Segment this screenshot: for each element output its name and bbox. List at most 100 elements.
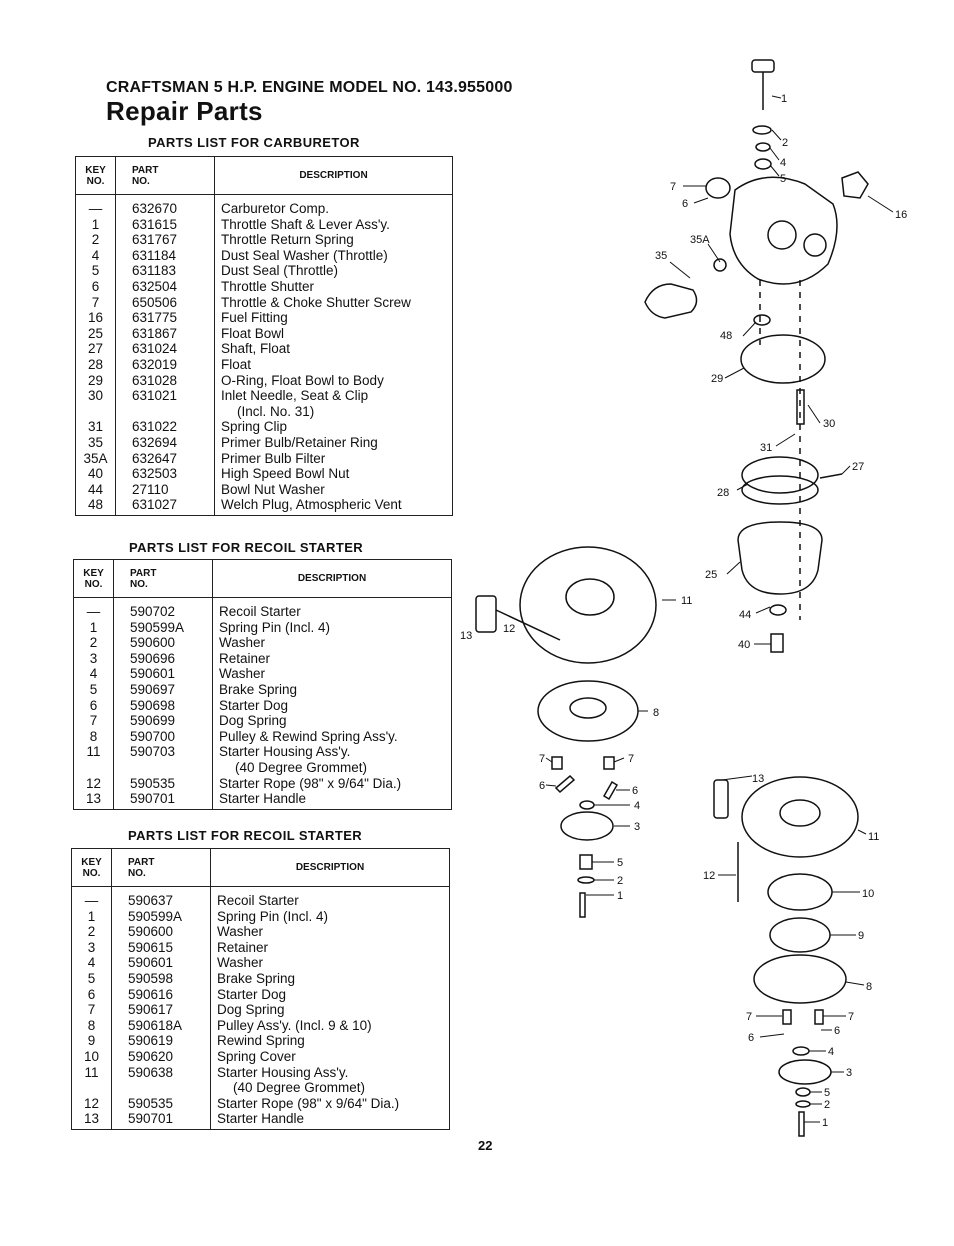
part-no-cell: 590599A: [111, 908, 211, 925]
diagram-label-recoil1: 13: [460, 630, 472, 642]
part-no-cell: 590620: [111, 1048, 211, 1065]
welch-plug-icon: [753, 314, 771, 326]
description-cell: Primer Bulb/Retainer Ring: [221, 434, 378, 450]
diagram-label-recoil2: 11: [868, 831, 879, 843]
description-cell: Float: [221, 356, 252, 372]
description-cell: Washer: [219, 635, 266, 651]
part-no-cell: 590535: [111, 1095, 211, 1112]
diagram-label-carb: 31: [760, 442, 772, 454]
brake-spring-2-icon: [795, 1087, 811, 1097]
diagram-label-recoil1: 12: [503, 623, 515, 635]
part-no-cell: 590697: [113, 681, 213, 698]
throttle-shutter-icon: [705, 177, 731, 199]
key-no-cell: 1: [71, 908, 112, 925]
key-no-cell: 12: [73, 775, 114, 792]
part-no-cell: 590535: [113, 775, 213, 792]
diagram-label-recoil2: 6: [834, 1025, 840, 1037]
diagram-label-carb: 2: [782, 137, 788, 149]
description-cell: (40 Degree Grommet): [233, 1080, 366, 1096]
spring-pin-2-icon: [798, 1111, 805, 1137]
diagram-label-recoil2: 12: [703, 870, 715, 882]
description-cell: Retainer: [219, 650, 271, 666]
key-no-cell: 6: [71, 986, 112, 1003]
carburetor-diagram: [644, 59, 869, 653]
washer-icon: [579, 800, 595, 810]
description-cell: Washer: [219, 666, 266, 682]
part-no-cell: 590700: [113, 728, 213, 745]
key-no-cell: 25: [75, 325, 116, 342]
diagram-label-recoil2: 7: [848, 1011, 854, 1023]
diagram-label-recoil2: 4: [828, 1046, 834, 1058]
retainer-2-icon: [778, 1059, 832, 1085]
spring-pin-icon: [579, 892, 586, 918]
key-no-cell: 7: [75, 294, 116, 311]
part-no-cell: 631022: [115, 419, 215, 435]
description-header: DESCRIPTION: [214, 156, 453, 195]
key-no-cell: 3: [73, 650, 114, 667]
part-no-cell: 590601: [111, 955, 211, 971]
part-no-cell: 590702: [113, 597, 213, 620]
starter-handle-2-icon: [713, 779, 729, 819]
part-no-cell: 632670: [115, 194, 215, 217]
diagram-label-carb: 7: [670, 181, 676, 193]
diagram-label-recoil2: 9: [858, 930, 864, 942]
brake-spring-icon: [579, 854, 593, 870]
description-cell: Bowl Nut Washer: [221, 481, 325, 497]
key-no-cell: 7: [71, 1002, 112, 1018]
description-cell: Brake Spring: [219, 681, 298, 697]
description-cell: Fuel Fitting: [221, 310, 288, 326]
page-number: 22: [478, 1138, 493, 1153]
page-title: Repair Parts: [106, 96, 263, 126]
inlet-needle-icon: [796, 389, 805, 425]
key-no-cell: 5: [75, 263, 116, 279]
washer-2-icon: [577, 876, 595, 884]
diagram-label-carb: 35A: [690, 234, 710, 246]
float-shaft-icon: [819, 473, 843, 479]
description-cell: Dust Seal Washer (Throttle): [221, 247, 388, 263]
parts-row: (40 Degree Grommet): [71, 1080, 450, 1096]
key-no-cell: 13: [71, 1111, 112, 1130]
key-no-cell: 13: [73, 791, 114, 810]
part-no-cell: 631021: [115, 388, 215, 404]
rewind-spring-icon: [769, 917, 831, 953]
part-no-cell: 650506: [115, 294, 215, 311]
part-no-cell: 590619: [111, 1033, 211, 1049]
key-no-cell: 11: [71, 1064, 112, 1081]
key-no-cell: 2: [75, 232, 116, 248]
dog-spring-4-icon: [814, 1009, 824, 1025]
recoil-starter-diagram-1: [475, 546, 657, 918]
key-no-cell: 35A: [75, 450, 116, 467]
key-no-cell: [75, 403, 116, 420]
starter-dog-icon: [554, 774, 576, 794]
carburetor-port-icon: [803, 233, 827, 257]
key-no-cell: 28: [75, 356, 116, 373]
housing-hub-2-icon: [779, 799, 821, 827]
description-cell: Spring Pin (Incl. 4): [219, 619, 331, 635]
key-no-cell: —: [75, 194, 116, 217]
description-cell: Washer: [217, 955, 264, 971]
part-no-cell: 590601: [113, 666, 213, 682]
description-cell: Starter Handle: [219, 791, 307, 807]
part-no-cell: 590703: [113, 744, 213, 760]
part-no-cell: [113, 759, 213, 776]
